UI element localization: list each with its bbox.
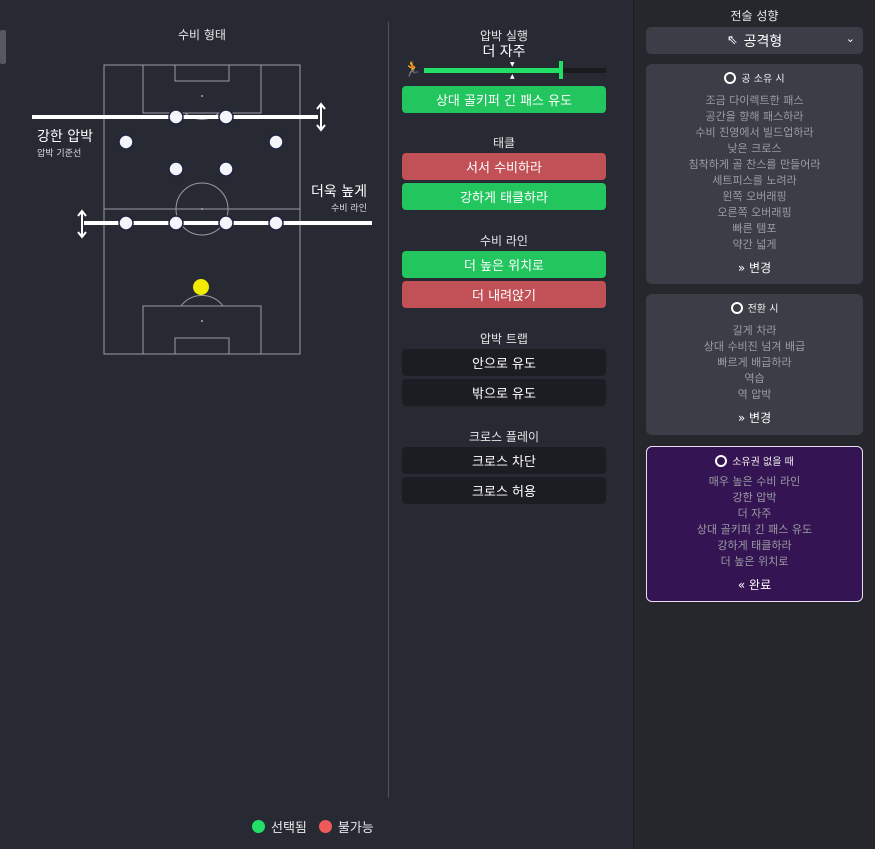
instruction-item: 오른쪽 오버래핑 — [717, 206, 792, 219]
legend-unavailable: 불가능 — [337, 821, 374, 836]
instruction-item: 강하게 태클하라 — [717, 539, 792, 552]
instruction-item: 상대 수비진 넘겨 배급 — [703, 340, 806, 353]
press-label: 강한 압박 — [37, 129, 93, 145]
tactical-style-value: 공격형 — [743, 33, 783, 50]
pressing-slider-fill — [424, 68, 561, 73]
player-marker — [118, 134, 134, 150]
instruction-item: 더 높은 위치로 — [720, 555, 789, 568]
instruction-item: 조금 다이렉트한 패스 — [705, 94, 804, 107]
defensive-shape-title: 수비 형태 — [178, 28, 226, 42]
change-button[interactable]: » 변경 — [646, 409, 863, 426]
cross-title: 크로스 플레이 — [468, 430, 540, 444]
tactical-style-title: 전술 성향 — [730, 9, 779, 23]
pressing-slider-handle[interactable] — [558, 61, 563, 79]
out-of-possession-card[interactable]: 소유권 없을 때 매우 높은 수비 라인 강한 압박 더 자주 상대 골키퍼 긴… — [646, 446, 863, 602]
instruction-item: 빠르게 배급하라 — [717, 356, 792, 369]
card-title: 소유권 없을 때 — [732, 457, 794, 468]
tackling-title: 태클 — [492, 136, 516, 150]
double-chevron-left-icon: « — [737, 578, 746, 592]
instruction-item: 역습 — [744, 372, 765, 385]
player-marker — [268, 215, 284, 231]
drop-deeper-button[interactable]: 더 내려앉기 — [402, 281, 606, 308]
in-possession-card: 공 소유 시 조금 다이렉트한 패스 공간을 향해 패스하라 수비 진영에서 빌… — [646, 64, 863, 284]
instruction-item: 약간 넓게 — [732, 238, 777, 251]
transition-icon — [730, 301, 743, 314]
midpoint-marker: ▼▲ — [510, 61, 515, 80]
no-ball-icon — [715, 454, 728, 467]
instruction-item: 왼쪽 오버래핑 — [722, 190, 787, 203]
player-marker — [168, 161, 184, 177]
line-sublabel: 수비 라인 — [331, 204, 367, 214]
pitch-diagram — [32, 64, 372, 355]
player-marker — [118, 215, 134, 231]
unavailable-dot-icon — [318, 820, 332, 833]
players — [118, 109, 284, 231]
instruction-item: 세트피스를 노려라 — [712, 174, 797, 187]
pressing-slider[interactable]: ▼▲ — [424, 61, 606, 80]
line-label: 더욱 높게 — [311, 184, 367, 200]
press-sublabel: 압박 기준선 — [37, 149, 82, 159]
player-marker — [218, 109, 234, 125]
chevron-down-icon: ⌄ — [845, 32, 855, 45]
instruction-item: 빠른 템포 — [732, 222, 777, 235]
running-icon: 🏃 — [403, 60, 422, 78]
trap-outside-button[interactable]: 밖으로 유도 — [402, 379, 606, 406]
goalkeeper-marker — [193, 279, 209, 295]
instruction-item: 상대 골키퍼 긴 패스 유도 — [696, 523, 813, 536]
instruction-item: 매우 높은 수비 라인 — [708, 475, 801, 488]
player-marker — [168, 109, 184, 125]
done-label: 완료 — [749, 578, 772, 592]
divider — [388, 22, 389, 798]
transition-card: 전환 시 길게 차라 상대 수비진 넘겨 배급 빠르게 배급하라 역습 역 압박… — [646, 294, 863, 435]
double-chevron-right-icon: » — [737, 411, 746, 425]
change-label: 변경 — [749, 411, 772, 425]
higher-line-button[interactable]: 더 높은 위치로 — [402, 251, 606, 278]
player-marker — [268, 134, 284, 150]
instruction-item: 더 자주 — [737, 507, 772, 520]
pressing-title: 압박 실행 — [480, 29, 528, 43]
attack-arrow-icon: ⇖ — [726, 33, 738, 48]
legend: 선택됨 불가능 — [252, 817, 374, 836]
defline-title: 수비 라인 — [480, 234, 528, 248]
player-marker — [218, 161, 234, 177]
allow-crosses-button[interactable]: 크로스 허용 — [402, 477, 606, 504]
card-title: 전환 시 — [747, 304, 779, 315]
instruction-item: 역 압박 — [737, 388, 772, 401]
instruction-item: 강한 압박 — [732, 491, 777, 504]
pressing-value: 더 자주 — [482, 44, 526, 60]
trap-title: 압박 트랩 — [480, 332, 528, 346]
change-button[interactable]: » 변경 — [646, 259, 863, 276]
ball-icon — [724, 71, 737, 84]
card-title: 공 소유 시 — [741, 74, 785, 85]
selected-dot-icon — [252, 820, 265, 833]
instruction-item: 낮은 크로스 — [727, 142, 782, 155]
stay-on-feet-button[interactable]: 서서 수비하라 — [402, 153, 606, 180]
instruction-item: 공간을 향해 패스하라 — [705, 110, 804, 123]
goalkeeper-long-pass-button[interactable]: 상대 골키퍼 긴 패스 유도 — [402, 86, 606, 113]
pressing-arrow-icon — [316, 102, 326, 132]
tackle-harder-button[interactable]: 강하게 태클하라 — [402, 183, 606, 210]
scrollbar[interactable] — [0, 30, 6, 64]
done-button[interactable]: « 완료 — [647, 576, 862, 593]
defline-arrow-icon — [77, 209, 87, 239]
instruction-item: 길게 차라 — [732, 324, 777, 337]
stop-crosses-button[interactable]: 크로스 차단 — [402, 447, 606, 474]
player-marker — [218, 215, 234, 231]
player-marker — [168, 215, 184, 231]
double-chevron-right-icon: » — [737, 261, 746, 275]
trap-inside-button[interactable]: 안으로 유도 — [402, 349, 606, 376]
left-panel — [0, 0, 632, 849]
change-label: 변경 — [749, 261, 772, 275]
legend-selected: 선택됨 — [271, 821, 307, 836]
instruction-item: 수비 진영에서 빌드업하라 — [695, 126, 814, 139]
instruction-item: 침착하게 골 찬스를 만들어라 — [688, 158, 821, 171]
tactical-style-dropdown[interactable]: ⇖ 공격형 ⌄ — [646, 27, 863, 54]
